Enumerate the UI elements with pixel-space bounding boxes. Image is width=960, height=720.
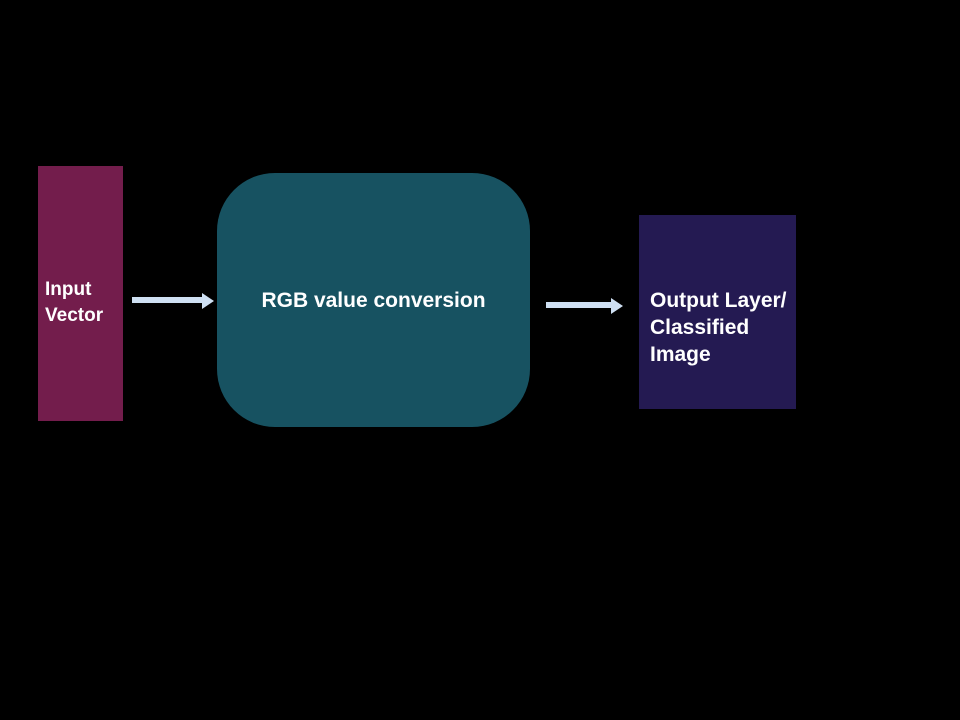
connector-input-to-conversion (132, 292, 214, 310)
node-output-layer: Output Layer/ Classified Image (639, 215, 796, 409)
node-rgb-value-conversion: RGB value conversion (217, 173, 530, 427)
arrowhead-right-icon (202, 293, 214, 309)
node-rgb-value-conversion-label: RGB value conversion (261, 288, 486, 312)
connector-conversion-to-output-shaft (546, 302, 611, 308)
node-output-layer-label: Output Layer/ Classified Image (650, 288, 787, 366)
connector-conversion-to-output (546, 297, 624, 315)
arrowhead-right-icon (611, 298, 623, 314)
connector-input-to-conversion-shaft (132, 297, 202, 303)
node-input-vector: Input Vector (38, 166, 123, 421)
node-input-vector-label: Input Vector (45, 278, 104, 326)
